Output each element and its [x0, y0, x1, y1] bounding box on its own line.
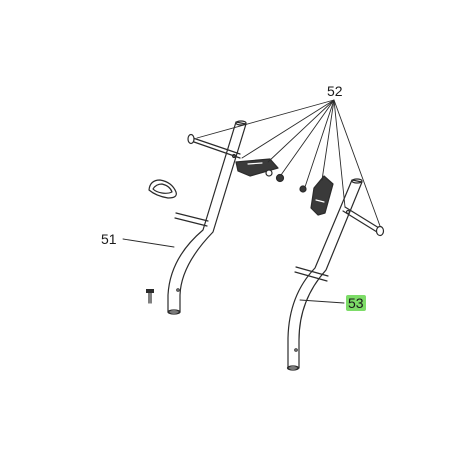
upper-left-bolt: [187, 133, 241, 159]
leader-lines-52: [196, 99, 381, 227]
left-tube-band: [174, 212, 209, 227]
right-handle-tube: [286, 178, 363, 371]
left-handle-tube: [167, 120, 247, 315]
quick-release-lever: [310, 175, 334, 216]
callout-53-label: 53: [346, 295, 366, 311]
callout-51-label: 51: [101, 231, 117, 247]
small-washer: [299, 185, 307, 193]
leader-line-53: [299, 299, 345, 304]
hex-nut: [275, 173, 285, 183]
right-bolt: [342, 206, 385, 237]
small-screw: [146, 289, 154, 304]
cable-guide-clip: [148, 179, 177, 199]
callout-52-label: 52: [327, 83, 343, 99]
leader-line-51: [122, 238, 175, 248]
right-tube-band: [294, 266, 329, 282]
cable-clamp: [235, 158, 279, 177]
